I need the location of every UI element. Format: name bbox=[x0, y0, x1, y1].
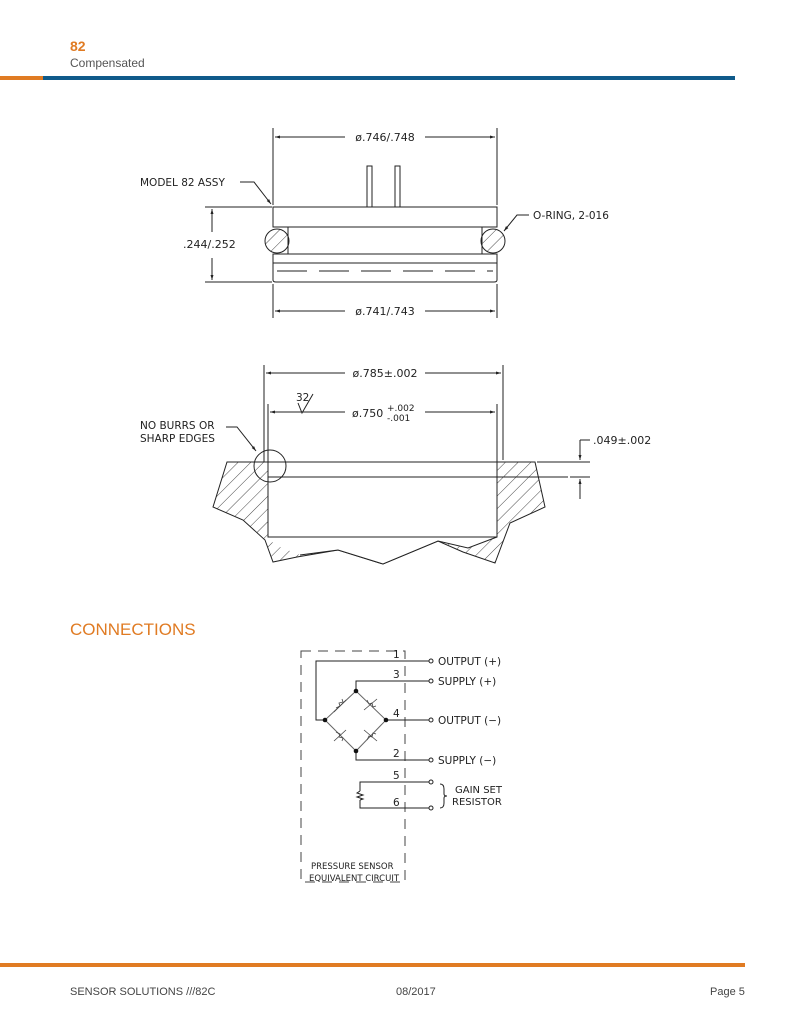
pin-label: SUPPLY (+) bbox=[438, 676, 496, 688]
depth-dim: .049±.002 bbox=[593, 434, 651, 447]
pin-label: OUTPUT (−) bbox=[438, 715, 501, 727]
inner-tol-minus: -.001 bbox=[387, 414, 410, 424]
oring-label: O-RING, 2-016 bbox=[533, 210, 609, 222]
note-line2: SHARP EDGES bbox=[140, 433, 215, 445]
box-caption-2: EQUIVALENT CIRCUIT bbox=[309, 874, 400, 884]
o-ring-left bbox=[264, 228, 290, 254]
pin-label: SUPPLY (−) bbox=[438, 755, 496, 767]
footer-rule bbox=[0, 963, 745, 967]
pin-number: 6 bbox=[393, 797, 400, 809]
surface-finish-icon bbox=[297, 393, 314, 415]
height-dim: .244/.252 bbox=[183, 238, 236, 251]
header-rule bbox=[43, 76, 735, 80]
footer-product: SENSOR SOLUTIONS ///82C bbox=[70, 986, 216, 998]
pin-number: 2 bbox=[393, 748, 400, 760]
gain-set-label: GAIN SET bbox=[455, 785, 503, 796]
outer-diameter-dim: ø.785±.002 bbox=[353, 367, 418, 380]
surface-finish: 32 bbox=[296, 392, 309, 404]
model-subtitle: Compensated bbox=[70, 56, 145, 70]
pin-number: 3 bbox=[393, 669, 400, 681]
mounting-bore-section: ø.785±.002 ø.750 +.002 -.001 32 NO BURRS… bbox=[140, 365, 651, 565]
box-caption-1: PRESSURE SENSOR bbox=[311, 862, 394, 872]
footer-date: 08/2017 bbox=[396, 986, 436, 998]
footer-page: Page 5 bbox=[710, 986, 745, 998]
pin-number: 5 bbox=[393, 770, 400, 782]
top-diameter-dim: ø.746/.748 bbox=[355, 131, 414, 144]
inner-tol-plus: +.002 bbox=[387, 404, 415, 414]
brace-icon bbox=[439, 783, 448, 809]
pin-number: 1 bbox=[393, 649, 400, 661]
bottom-diameter-dim: ø.741/.743 bbox=[355, 305, 414, 318]
sensor-side-view: ø.746/.748 MODEL 82 ASSY O-RING, 2-016 .… bbox=[140, 128, 609, 318]
pin-number: 4 bbox=[393, 708, 400, 720]
header-accent-bar bbox=[0, 76, 43, 80]
note-line1: NO BURRS OR bbox=[140, 420, 215, 432]
equivalent-circuit: 1 OUTPUT (+) 3 SUPPLY (+) 4 OUTPUT (−) 2… bbox=[300, 649, 503, 884]
pin-label: OUTPUT (+) bbox=[438, 656, 501, 668]
model-number: 82 bbox=[70, 38, 86, 54]
inner-diameter-dim: ø.750 bbox=[352, 407, 383, 420]
connections-heading: CONNECTIONS bbox=[70, 620, 196, 639]
assy-label: MODEL 82 ASSY bbox=[140, 177, 225, 189]
o-ring-right bbox=[480, 228, 506, 254]
gain-resistor-label: RESISTOR bbox=[452, 797, 502, 808]
